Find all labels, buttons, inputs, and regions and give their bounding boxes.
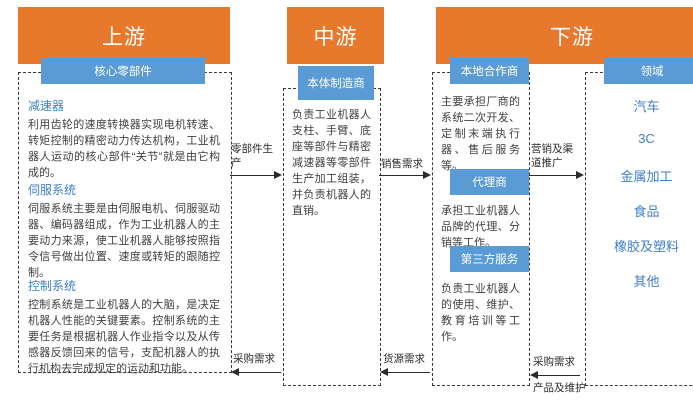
arrow-supply-demand-label: 货源需求: [383, 353, 425, 365]
upstream-section-control: 控制系统 控制系统是工业机器人的大脑，是决定机器人性能的关键要素。控制系统的主要…: [28, 277, 220, 377]
upstream-section-reducer-body: 利用齿轮的速度转换器实现电机转速、转矩控制的精密动力传达机构，工业机器人运动的核…: [28, 119, 220, 179]
stage-header-upstream-label: 上游: [102, 25, 146, 49]
tab-fields-label: 领域: [640, 66, 664, 78]
tab-agent[interactable]: 代理商: [450, 169, 529, 195]
field-item-metal-processing[interactable]: 金属加工: [620, 169, 673, 184]
arrow-marketing-channel-line: [529, 175, 577, 176]
downstream-third-party-body: 负责工业机器人的使用、维护、教育培训等工作。: [441, 283, 520, 343]
arrow-marketing-channel-label: 营销及渠道推广: [531, 143, 573, 169]
arrow-procurement-demand-left-label: 采购需求: [233, 353, 275, 365]
arrow-supply-demand-head: [380, 368, 388, 376]
arrow-parts-production-line: [230, 175, 275, 176]
upstream-section-servo-title: 伺服系统: [28, 183, 77, 197]
arrow-procurement-demand-right-label: 采购需求: [533, 356, 575, 368]
tab-core-parts[interactable]: 核心零部件: [41, 58, 205, 84]
upstream-section-control-title: 控制系统: [28, 279, 77, 293]
arrow-product-maintenance-label: 产品及维护: [533, 382, 586, 394]
tab-core-parts-label: 核心零部件: [94, 66, 152, 78]
arrow-parts-production-label: 零部件生产: [231, 143, 273, 169]
stage-header-midstream-label: 中游: [313, 25, 358, 49]
arrow-marketing-channel-head: [576, 171, 584, 179]
tab-local-partner-label: 本地合作商: [460, 66, 519, 78]
upstream-section-control-body: 控制系统是工业机器人的大脑，是决定机器人性能的关键要素。控制系统的主要任务是根据…: [28, 299, 220, 375]
stage-header-downstream: 下游: [436, 7, 693, 64]
tab-third-party-service[interactable]: 第三方服务: [450, 246, 529, 272]
field-item-other[interactable]: 其他: [633, 274, 660, 289]
field-item-food[interactable]: 食品: [633, 204, 660, 219]
midstream-body-text: 负责工业机器人支柱、手臂、底座等部件与精密减速器等零部件生产加工组装，并负责机器…: [292, 109, 371, 217]
upstream-section-reducer: 减速器 利用齿轮的速度转换器实现电机转速、转矩控制的精密动力传达机构，工业机器人…: [28, 97, 220, 181]
tab-third-party-service-label: 第三方服务: [460, 254, 519, 266]
fields-dashed-container: [585, 72, 693, 386]
field-item-3c[interactable]: 3C: [638, 131, 655, 146]
downstream-agent-body: 承担工业机器人品牌的代理、分销等工作。: [441, 205, 520, 249]
arrow-sales-demand-head: [423, 171, 431, 179]
stage-header-downstream-label: 下游: [550, 25, 594, 49]
tab-local-partner[interactable]: 本地合作商: [450, 58, 529, 84]
field-item-automotive[interactable]: 汽车: [633, 99, 660, 114]
arrow-procurement-demand-right-head: [530, 371, 538, 379]
downstream-local-partner-body: 主要承担厂商的系统二次开发、定制末端执行器、售后服务等。: [441, 96, 520, 172]
arrow-parts-production-head: [274, 171, 282, 179]
tab-agent-label: 代理商: [472, 177, 507, 189]
tab-fields[interactable]: 领域: [604, 58, 693, 84]
arrow-procurement-demand-left-head: [231, 368, 239, 376]
field-item-rubber-plastic[interactable]: 橡胶及塑料: [613, 239, 679, 254]
upstream-section-servo: 伺服系统 伺服系统主要是由伺服电机、伺服驱动器、编码器组成，作为工业机器人的主要…: [28, 181, 220, 281]
upstream-section-servo-body: 伺服系统主要是由伺服电机、伺服驱动器、编码器组成，作为工业机器人的主要动力来源，…: [28, 203, 220, 279]
arrow-procurement-demand-right-line: [536, 375, 580, 376]
stage-header-upstream: 上游: [18, 7, 230, 64]
upstream-section-reducer-title: 减速器: [28, 99, 65, 113]
tab-body-manufacturer[interactable]: 本体制造商: [298, 66, 374, 100]
arrow-supply-demand-line: [386, 372, 430, 373]
tab-body-manufacturer-label: 本体制造商: [307, 78, 365, 90]
arrow-sales-demand-label: 销售需求: [381, 158, 423, 170]
stage-header-midstream: 中游: [287, 7, 384, 64]
arrow-procurement-demand-left-line: [237, 372, 281, 373]
arrow-sales-demand-line: [379, 175, 424, 176]
